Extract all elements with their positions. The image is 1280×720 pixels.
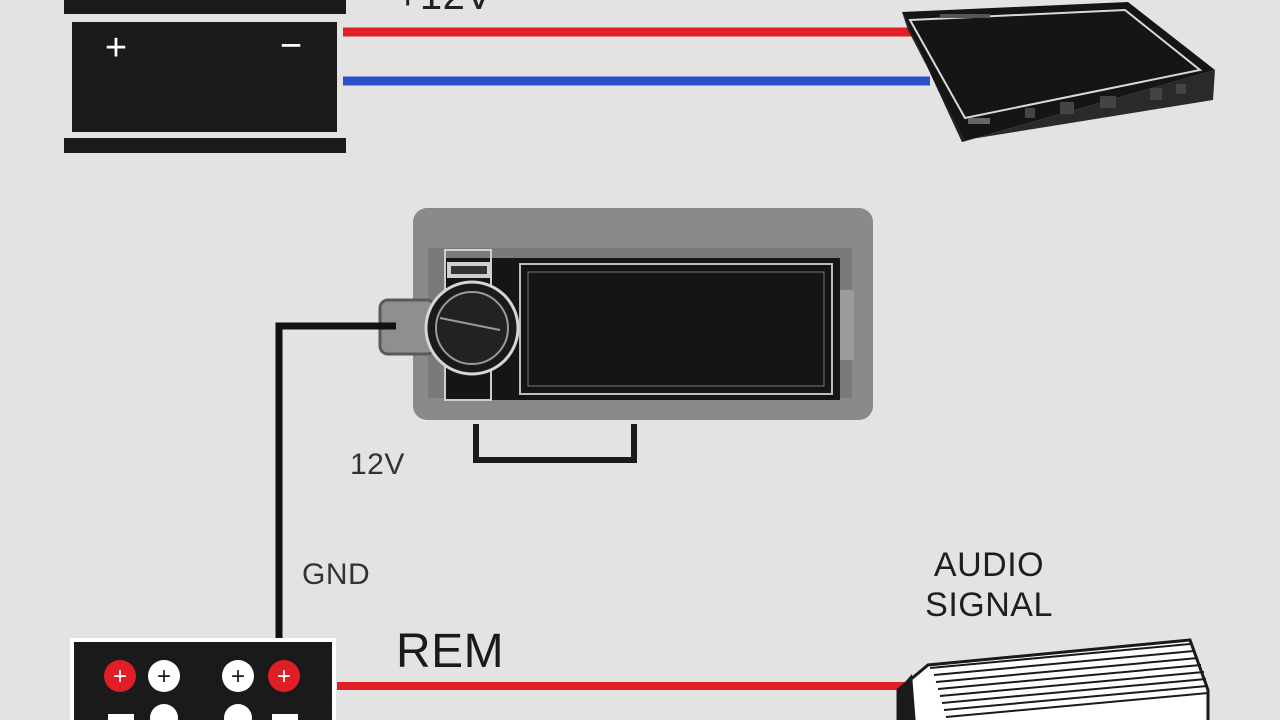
svg-text:+: + [277,663,291,690]
head-unit-icon [378,208,873,420]
audio-signal-line2: SIGNAL [925,586,1053,624]
head-unit-voltage-label: 12V [350,448,405,481]
remote-label: REM [396,625,505,678]
amplifier-icon [902,2,1215,142]
battery-negative-terminal: − [280,25,302,67]
audio-signal-label: AUDIO SIGNAL [915,545,1063,625]
distribution-block-icon: + + + + [70,638,336,720]
positive-voltage-label: +12V [396,0,493,19]
ground-label: GND [302,558,371,591]
svg-text:+: + [113,663,127,690]
svg-text:+: + [231,663,245,690]
battery-positive-terminal: + [105,27,127,69]
svg-text:+: + [157,663,171,690]
battery-icon: + − [64,0,346,153]
amplifier-heatsink-icon [896,638,1210,720]
head-unit-bracket [473,424,637,463]
ground-wire [275,322,396,642]
audio-signal-line1: AUDIO [933,546,1045,584]
